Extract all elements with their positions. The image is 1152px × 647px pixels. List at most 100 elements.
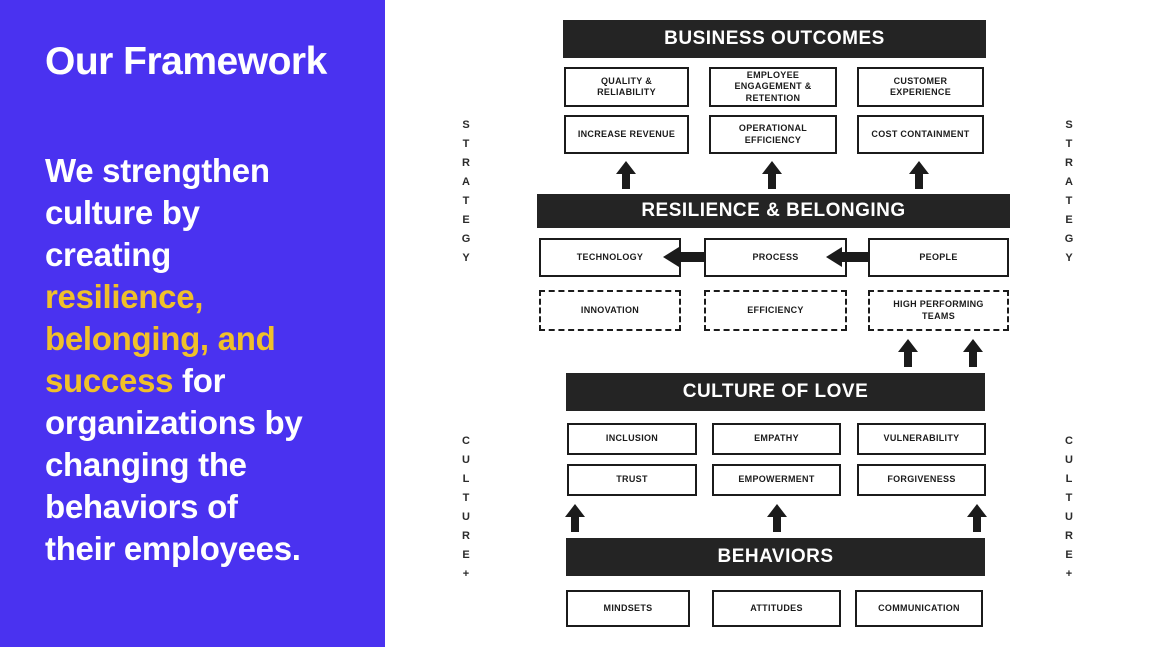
- business-outcomes-bar-label: BUSINESS OUTCOMES: [664, 28, 885, 49]
- vertical-label-letter: T: [462, 195, 470, 207]
- up-arrow-icon: [762, 161, 782, 189]
- result-box-innovation: INNOVATION: [539, 290, 681, 331]
- behaviors-bar-label: BEHAVIORS: [717, 546, 834, 567]
- intro-paragraph: We strengthen culture by creating resilienc…: [45, 150, 375, 570]
- outcome-box-quality: QUALITY & RELIABILITY: [564, 67, 689, 107]
- vertical-label-letter: E: [462, 214, 470, 226]
- outcome-box-cost: COST CONTAINMENT: [857, 115, 984, 154]
- vertical-label-letter: S: [1065, 119, 1073, 131]
- text-segment: for: [173, 362, 226, 399]
- vertical-label-letter: R: [1065, 530, 1073, 542]
- page-title: Our Framework: [45, 40, 327, 83]
- vertical-label-letter: T: [1065, 138, 1073, 150]
- box-label: INCREASE REVENUE: [577, 128, 676, 139]
- box-label: QUALITY & RELIABILITY: [597, 75, 656, 97]
- vertical-label-letter: R: [1065, 157, 1073, 169]
- text-segment: organizations by: [45, 404, 303, 441]
- paragraph-line: organizations by: [45, 402, 375, 444]
- vertical-label-letter: T: [1065, 492, 1073, 504]
- driver-box-people: PEOPLE: [868, 238, 1009, 277]
- paragraph-line: resilience,: [45, 276, 375, 318]
- vertical-label-letter: E: [462, 549, 470, 561]
- box-label: PEOPLE: [919, 251, 958, 262]
- paragraph-line: We strengthen: [45, 150, 375, 192]
- vertical-label-letter: +: [462, 568, 470, 580]
- text-segment: their employees.: [45, 530, 301, 567]
- box-label: EFFICIENCY: [747, 304, 804, 315]
- vertical-label-letter: Y: [1065, 252, 1073, 264]
- paragraph-line: their employees.: [45, 528, 375, 570]
- up-arrow-icon: [565, 504, 585, 532]
- driver-box-process: PROCESS: [704, 238, 847, 277]
- text-segment: success: [45, 362, 174, 399]
- paragraph-line: belonging, and: [45, 318, 375, 360]
- text-segment: resilience,: [45, 278, 204, 315]
- box-label: EMPATHY: [754, 433, 799, 444]
- vertical-label-letter: C: [462, 435, 470, 447]
- culture-box-empowerment: EMPOWERMENT: [712, 464, 841, 496]
- vertical-label-letter: U: [1065, 511, 1073, 523]
- vertical-label-letter: C: [1065, 435, 1073, 447]
- outcome-box-engagement: EMPLOYEE ENGAGEMENT & RETENTION: [709, 67, 837, 107]
- behavior-box-attitudes: ATTITUDES: [712, 590, 841, 627]
- paragraph-line: behaviors of: [45, 486, 375, 528]
- text-segment: creating: [45, 236, 171, 273]
- box-label: MINDSETS: [603, 602, 653, 613]
- culture-box-vulnerability: VULNERABILITY: [857, 423, 986, 455]
- culture-of-love-bar-label: CULTURE OF LOVE: [682, 381, 869, 402]
- result-box-high-performing-teams: HIGH PERFORMING TEAMS: [868, 290, 1009, 331]
- box-label: INCLUSION: [605, 433, 659, 444]
- vertical-label-letter: U: [462, 511, 470, 523]
- culture-box-forgiveness: FORGIVENESS: [857, 464, 986, 496]
- paragraph-line: success for: [45, 360, 375, 402]
- left-arrow-icon: [826, 247, 869, 267]
- vertical-label-letter: G: [1064, 233, 1074, 245]
- vertical-label-letter: T: [462, 138, 470, 150]
- text-segment: changing the: [45, 446, 247, 483]
- up-arrow-icon: [616, 161, 636, 189]
- box-label: TECHNOLOGY: [576, 251, 644, 262]
- up-arrow-icon: [967, 504, 987, 532]
- culture-box-inclusion: INCLUSION: [567, 423, 697, 455]
- vertical-label-letter: T: [1065, 195, 1073, 207]
- vertical-label-letter: U: [1065, 454, 1073, 466]
- text-segment: We strengthen: [45, 152, 270, 189]
- up-arrow-icon: [767, 504, 787, 532]
- up-arrow-icon: [898, 339, 918, 367]
- vertical-label-letter: A: [462, 176, 470, 188]
- vertical-label-letter: R: [462, 530, 470, 542]
- resilience-belonging-bar-label: RESILIENCE & BELONGING: [641, 200, 906, 221]
- outcome-box-customer: CUSTOMER EXPERIENCE: [857, 67, 984, 107]
- behavior-box-mindsets: MINDSETS: [566, 590, 690, 627]
- driver-box-technology: TECHNOLOGY: [539, 238, 681, 277]
- box-label: EMPLOYEE ENGAGEMENT & RETENTION: [734, 70, 812, 103]
- vertical-label-letter: U: [462, 454, 470, 466]
- paragraph-line: creating: [45, 234, 375, 276]
- vertical-label-letter: L: [1065, 473, 1073, 485]
- vertical-label-letter: G: [461, 233, 471, 245]
- vertical-label-letter: S: [462, 119, 470, 131]
- vertical-label-letter: E: [1065, 549, 1073, 561]
- box-label: HIGH PERFORMING TEAMS: [893, 299, 984, 321]
- text-segment: culture by: [45, 194, 200, 231]
- paragraph-line: changing the: [45, 444, 375, 486]
- box-label: TRUST: [616, 474, 648, 485]
- text-segment: belonging, and: [45, 320, 276, 357]
- box-label: EMPOWERMENT: [738, 474, 815, 485]
- box-label: CUSTOMER EXPERIENCE: [889, 75, 952, 97]
- behaviors-bar: BEHAVIORS: [566, 538, 985, 576]
- culture-box-trust: TRUST: [567, 464, 697, 496]
- result-box-efficiency: EFFICIENCY: [704, 290, 847, 331]
- up-arrow-icon: [963, 339, 983, 367]
- business-outcomes-bar: BUSINESS OUTCOMES: [563, 20, 986, 58]
- box-label: OPERATIONAL EFFICIENCY: [738, 123, 808, 145]
- paragraph-line: culture by: [45, 192, 375, 234]
- behavior-box-communication: COMMUNICATION: [855, 590, 983, 627]
- text-segment: behaviors of: [45, 488, 238, 525]
- culture-box-empathy: EMPATHY: [712, 423, 841, 455]
- vertical-label-letter: +: [1065, 568, 1073, 580]
